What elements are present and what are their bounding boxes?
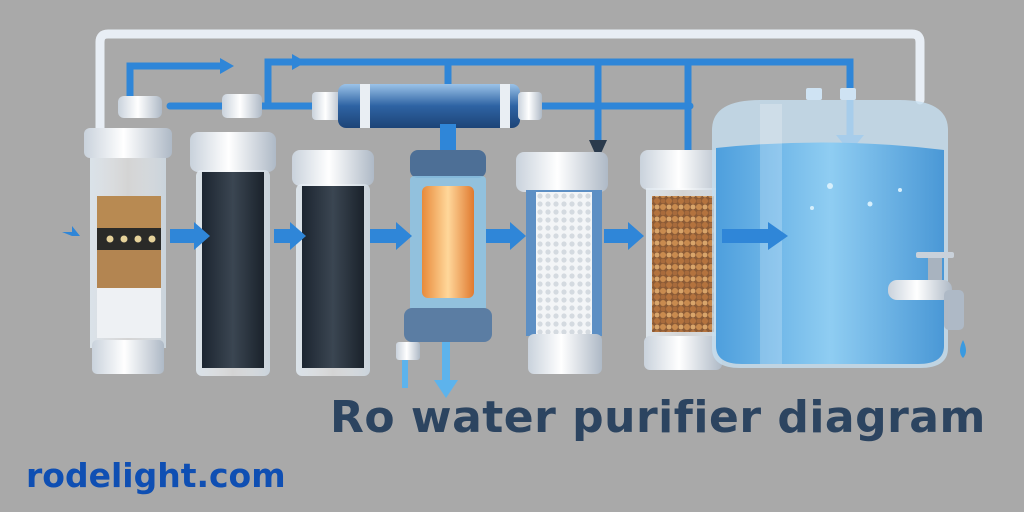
mineral-cartridge — [640, 150, 726, 370]
fittings — [118, 94, 262, 118]
carbon-filter-2 — [292, 150, 374, 376]
post-carbon-filter — [516, 152, 608, 374]
sediment-filter — [84, 128, 172, 374]
flow-pipes — [126, 58, 854, 154]
storage-tank — [712, 88, 948, 368]
return-pipe — [95, 29, 925, 145]
flow-arrows — [62, 222, 788, 250]
page-title: Ro water purifier diagram — [330, 392, 986, 443]
carbon-filter-1 — [190, 132, 276, 376]
faucet — [888, 252, 966, 358]
uv-sterilizer — [396, 124, 492, 398]
brand-website: rodelight.com — [26, 456, 286, 495]
ro-membrane-housing — [312, 84, 542, 128]
